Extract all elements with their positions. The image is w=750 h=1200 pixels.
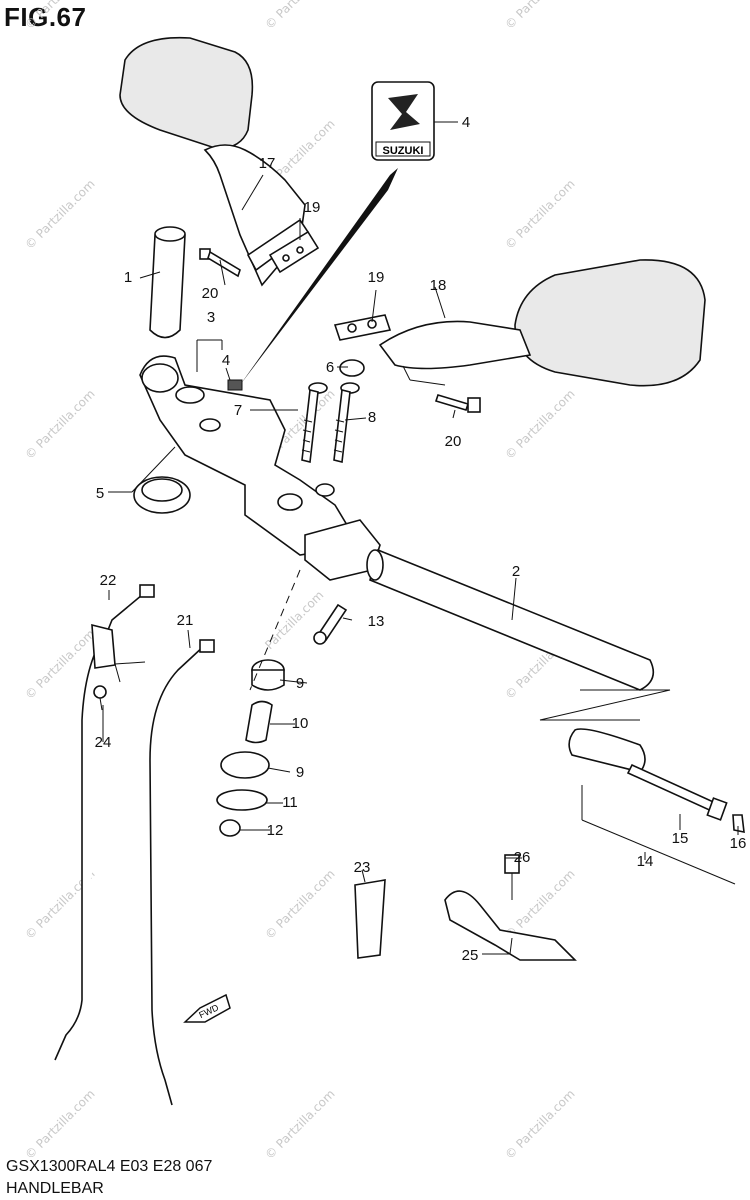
left-mirror xyxy=(119,36,310,287)
callout-8: 8 xyxy=(368,409,376,426)
callout-9: 9 xyxy=(296,675,304,692)
callout-7: 7 xyxy=(234,402,242,419)
callout-6: 6 xyxy=(326,359,334,376)
bolt-8 xyxy=(333,382,360,463)
callout-22: 22 xyxy=(100,572,117,589)
direction-arrow xyxy=(240,168,398,385)
callout-4: 4 xyxy=(222,352,230,369)
handlebar-tube xyxy=(366,548,655,691)
footer-code: GSX1300RAL4 E03 E28 067 xyxy=(6,1158,213,1175)
mirror-pad-left xyxy=(268,230,320,274)
damper-stack xyxy=(216,659,285,837)
mirror-pad-right xyxy=(333,314,392,341)
watermark: © Partzilla.com xyxy=(502,867,577,942)
watermark: © Partzilla.com xyxy=(22,177,97,252)
callout-5: 5 xyxy=(96,485,104,502)
watermark: © Partzilla.com xyxy=(22,387,97,462)
callout-25: 25 xyxy=(462,947,479,964)
callout-21: 21 xyxy=(177,612,194,629)
footer-name: HANDLEBAR xyxy=(6,1180,104,1197)
callout-10: 10 xyxy=(292,715,309,732)
watermark: © Partzilla.com xyxy=(262,1087,337,1162)
watermark: © Partzilla.com xyxy=(502,0,577,32)
assembly-axis xyxy=(249,569,301,691)
callout-9: 9 xyxy=(296,764,304,781)
suzuki-emblem: SUZUKI xyxy=(371,81,435,161)
grip xyxy=(149,226,186,339)
mirror-bolt-right xyxy=(434,394,481,413)
callout-2: 2 xyxy=(512,563,520,580)
mirror-bolt-left xyxy=(199,248,241,278)
callout-26: 26 xyxy=(514,849,531,866)
bolt-7 xyxy=(301,382,328,463)
callout-13: 13 xyxy=(368,613,385,630)
callout-3: 3 xyxy=(207,309,215,326)
watermark: © Partzilla.com xyxy=(262,867,337,942)
emblem-text: SUZUKI xyxy=(383,145,424,157)
leader-lines xyxy=(102,121,739,955)
callout-17: 17 xyxy=(259,155,276,172)
callout-14: 14 xyxy=(637,853,654,870)
screw-24 xyxy=(93,685,107,711)
callout-1: 1 xyxy=(124,269,132,286)
bracket-23 xyxy=(354,879,386,959)
figure-title: FIG.67 xyxy=(4,2,87,32)
callout-24: 24 xyxy=(95,734,112,751)
watermark: © Partzilla.com xyxy=(502,1087,577,1162)
fwd-arrow: FWD xyxy=(183,993,231,1023)
watermark: © Partzilla.com xyxy=(502,177,577,252)
callout-15: 15 xyxy=(672,830,689,847)
callout-11: 11 xyxy=(282,794,298,811)
watermark: © Partzilla.com xyxy=(502,387,577,462)
callout-19: 19 xyxy=(368,269,385,286)
break-line xyxy=(539,689,671,721)
right-mirror xyxy=(378,259,706,387)
watermark: © Partzilla.com xyxy=(22,1087,97,1162)
callout-12: 12 xyxy=(267,822,284,839)
callout-20: 20 xyxy=(445,433,462,450)
callout-19: 19 xyxy=(304,199,321,216)
cap xyxy=(339,359,365,377)
callout-23: 23 xyxy=(354,859,371,876)
watermark: © Partzilla.com xyxy=(22,0,97,32)
callout-18: 18 xyxy=(430,277,447,294)
bar-end-weight xyxy=(568,728,745,834)
ring xyxy=(133,476,191,514)
watermark: © Partzilla.com xyxy=(262,0,337,32)
bolt-13 xyxy=(313,603,348,645)
callout-16: 16 xyxy=(730,835,747,852)
throttle-cable-21 xyxy=(149,639,215,1106)
bracket-25 xyxy=(444,854,577,961)
callout-4: 4 xyxy=(462,114,470,131)
callout-20: 20 xyxy=(202,285,219,302)
